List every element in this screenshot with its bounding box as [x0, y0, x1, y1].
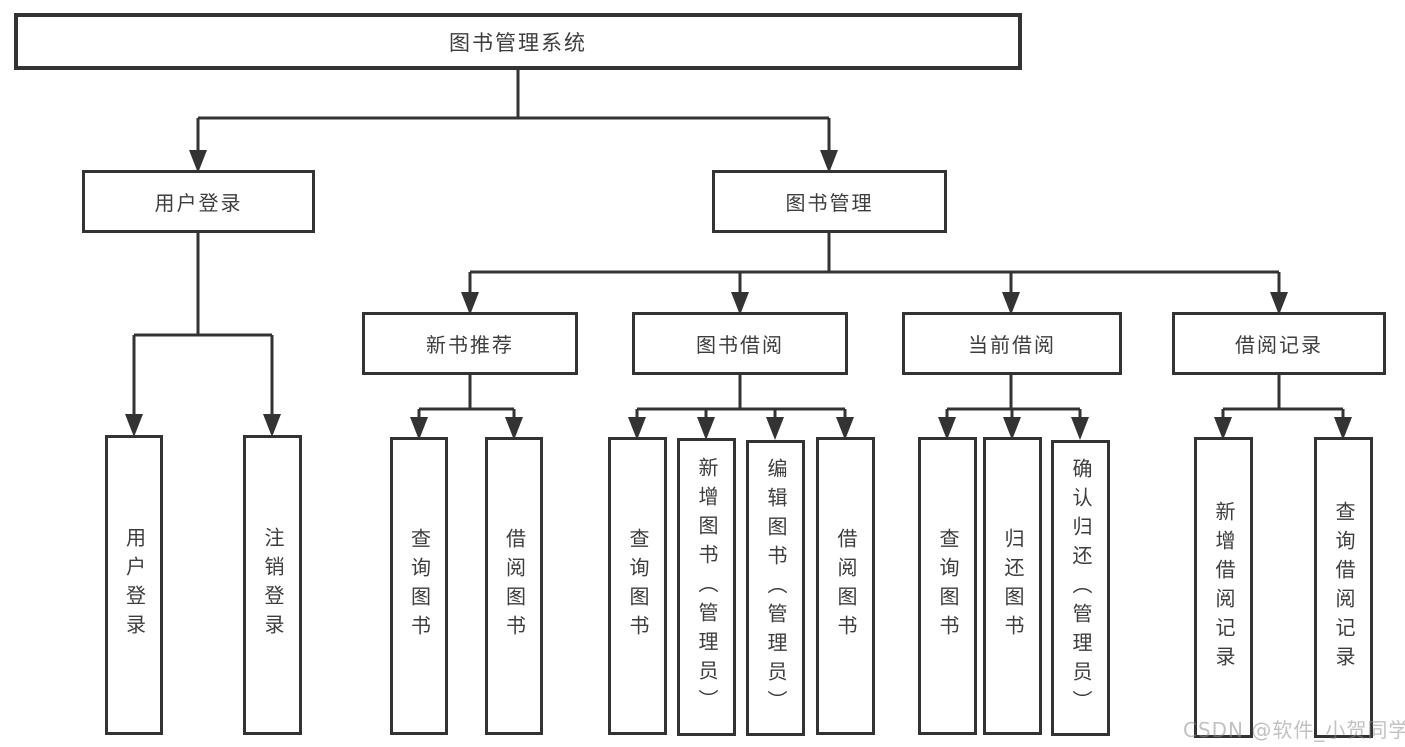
node-book-management-label: 图书管理 [785, 191, 874, 215]
leaf-br-query-record: 查询借阅记录 [1314, 437, 1373, 738]
node-root: 图书管理系统 [14, 13, 1022, 70]
node-new-book-recommend-label: 新书推荐 [426, 333, 514, 357]
leaf-bb-borrow-books: 借阅图书 [816, 437, 875, 735]
leaf-cb-return-books-label: 归还图书 [1001, 528, 1025, 644]
leaf-bb-add-books-admin-label: 新增图书（管理员） [695, 456, 719, 718]
leaf-user-login-label: 用户登录 [122, 527, 147, 643]
node-current-borrow-label: 当前借阅 [968, 333, 1056, 357]
node-book-borrow: 图书借阅 [632, 312, 848, 375]
leaf-logout-label: 注销登录 [261, 527, 285, 643]
node-book-management: 图书管理 [712, 170, 947, 233]
node-borrow-records-label: 借阅记录 [1235, 333, 1323, 357]
leaf-br-query-record-label: 查询借阅记录 [1332, 500, 1356, 675]
leaf-logout: 注销登录 [243, 435, 302, 735]
csdn-watermark: CSDN @软件_小贺同学 [1183, 718, 1405, 742]
leaf-bb-borrow-books-label: 借阅图书 [834, 528, 858, 644]
leaf-nb-borrow-books: 借阅图书 [485, 437, 543, 735]
leaf-nb-borrow-books-label: 借阅图书 [502, 528, 527, 644]
leaf-nb-query-books: 查询图书 [390, 437, 448, 735]
node-current-borrow: 当前借阅 [902, 312, 1122, 375]
node-root-label: 图书管理系统 [449, 30, 587, 55]
node-new-book-recommend: 新书推荐 [362, 312, 578, 375]
leaf-cb-query-books-label: 查询图书 [936, 528, 960, 644]
leaf-cb-return-books: 归还图书 [983, 437, 1042, 735]
node-user-login: 用户登录 [82, 170, 315, 233]
leaf-br-add-record: 新增借阅记录 [1194, 437, 1253, 738]
leaf-nb-query-books-label: 查询图书 [407, 528, 432, 644]
leaf-bb-edit-books-admin-label: 编辑图书（管理员） [764, 457, 788, 719]
leaf-bb-query-books: 查询图书 [608, 437, 667, 735]
leaf-cb-confirm-return-admin: 确认归还（管理员） [1051, 440, 1110, 736]
leaf-bb-edit-books-admin: 编辑图书（管理员） [746, 440, 805, 736]
node-borrow-records: 借阅记录 [1172, 312, 1386, 375]
node-user-login-label: 用户登录 [154, 191, 243, 215]
leaf-bb-add-books-admin: 新增图书（管理员） [677, 438, 736, 736]
leaf-cb-query-books: 查询图书 [918, 437, 977, 735]
node-book-borrow-label: 图书借阅 [696, 333, 784, 357]
leaf-cb-confirm-return-admin-label: 确认归还（管理员） [1069, 457, 1093, 719]
leaf-user-login: 用户登录 [105, 435, 163, 735]
leaf-br-add-record-label: 新增借阅记录 [1212, 500, 1236, 675]
leaf-bb-query-books-label: 查询图书 [626, 528, 650, 644]
